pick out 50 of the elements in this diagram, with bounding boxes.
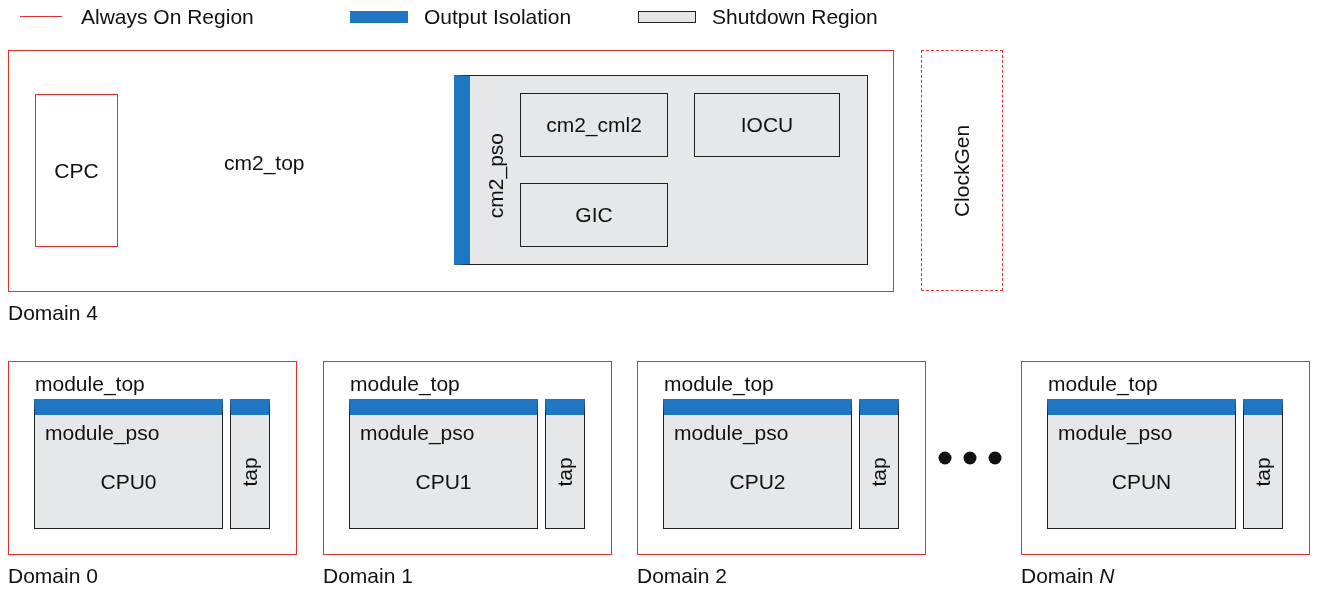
legend-label: Shutdown Region	[712, 5, 878, 29]
tap-block	[230, 399, 270, 529]
shutdown-block	[520, 93, 668, 157]
region-title: module_pso	[674, 421, 789, 445]
shutdown-region	[349, 399, 538, 529]
always-on-region	[8, 361, 297, 555]
block-label: GIC	[574, 203, 614, 227]
block-label: cm2_cml2	[545, 113, 643, 137]
always-on-block	[35, 94, 118, 247]
region-title: module_pso	[1058, 421, 1173, 445]
tap-block	[1243, 399, 1283, 529]
region-title: module_top	[350, 372, 460, 396]
legend-label: Output Isolation	[424, 5, 572, 29]
domain-label: Domain 0	[8, 564, 98, 588]
block-label: CPU0	[99, 470, 158, 494]
region-title: cm2_pso	[484, 133, 508, 219]
always-on-region	[1021, 361, 1310, 555]
shutdown-region	[34, 399, 223, 529]
region-title: module_top	[664, 372, 774, 396]
block-label: CPU1	[414, 470, 473, 494]
shutdown-region	[454, 75, 868, 265]
block-label: tap	[553, 456, 577, 487]
block-label: CPU2	[728, 470, 787, 494]
block-label: CPUN	[1110, 470, 1173, 494]
domain-label: Domain 2	[637, 564, 727, 588]
domain-label: Domain 1	[323, 564, 413, 588]
region-title: module_pso	[45, 421, 160, 445]
block-label: tap	[238, 456, 262, 487]
always-on-region	[637, 361, 926, 555]
legend-label: Always On Region	[81, 5, 254, 29]
domain-label: Domain 4	[8, 301, 98, 325]
block-label: tap	[1251, 456, 1275, 487]
region-title: module_top	[1048, 372, 1158, 396]
tap-block	[545, 399, 585, 529]
region-title: module_top	[35, 372, 145, 396]
region-title: cm2_top	[224, 151, 305, 175]
clock-generator-block	[921, 50, 1003, 291]
always-on-region	[8, 50, 894, 292]
shutdown-block	[520, 183, 668, 247]
block-label: ClockGen	[950, 124, 974, 217]
shutdown-region	[1047, 399, 1236, 529]
shutdown-region	[663, 399, 852, 529]
domain-label: Domain N	[1021, 564, 1115, 588]
block-label: tap	[867, 456, 891, 487]
shutdown-block	[694, 93, 840, 157]
always-on-region	[323, 361, 612, 555]
region-title: module_pso	[360, 421, 475, 445]
block-label: CPC	[53, 158, 100, 183]
block-label: IOCU	[739, 113, 795, 137]
tap-block	[859, 399, 899, 529]
